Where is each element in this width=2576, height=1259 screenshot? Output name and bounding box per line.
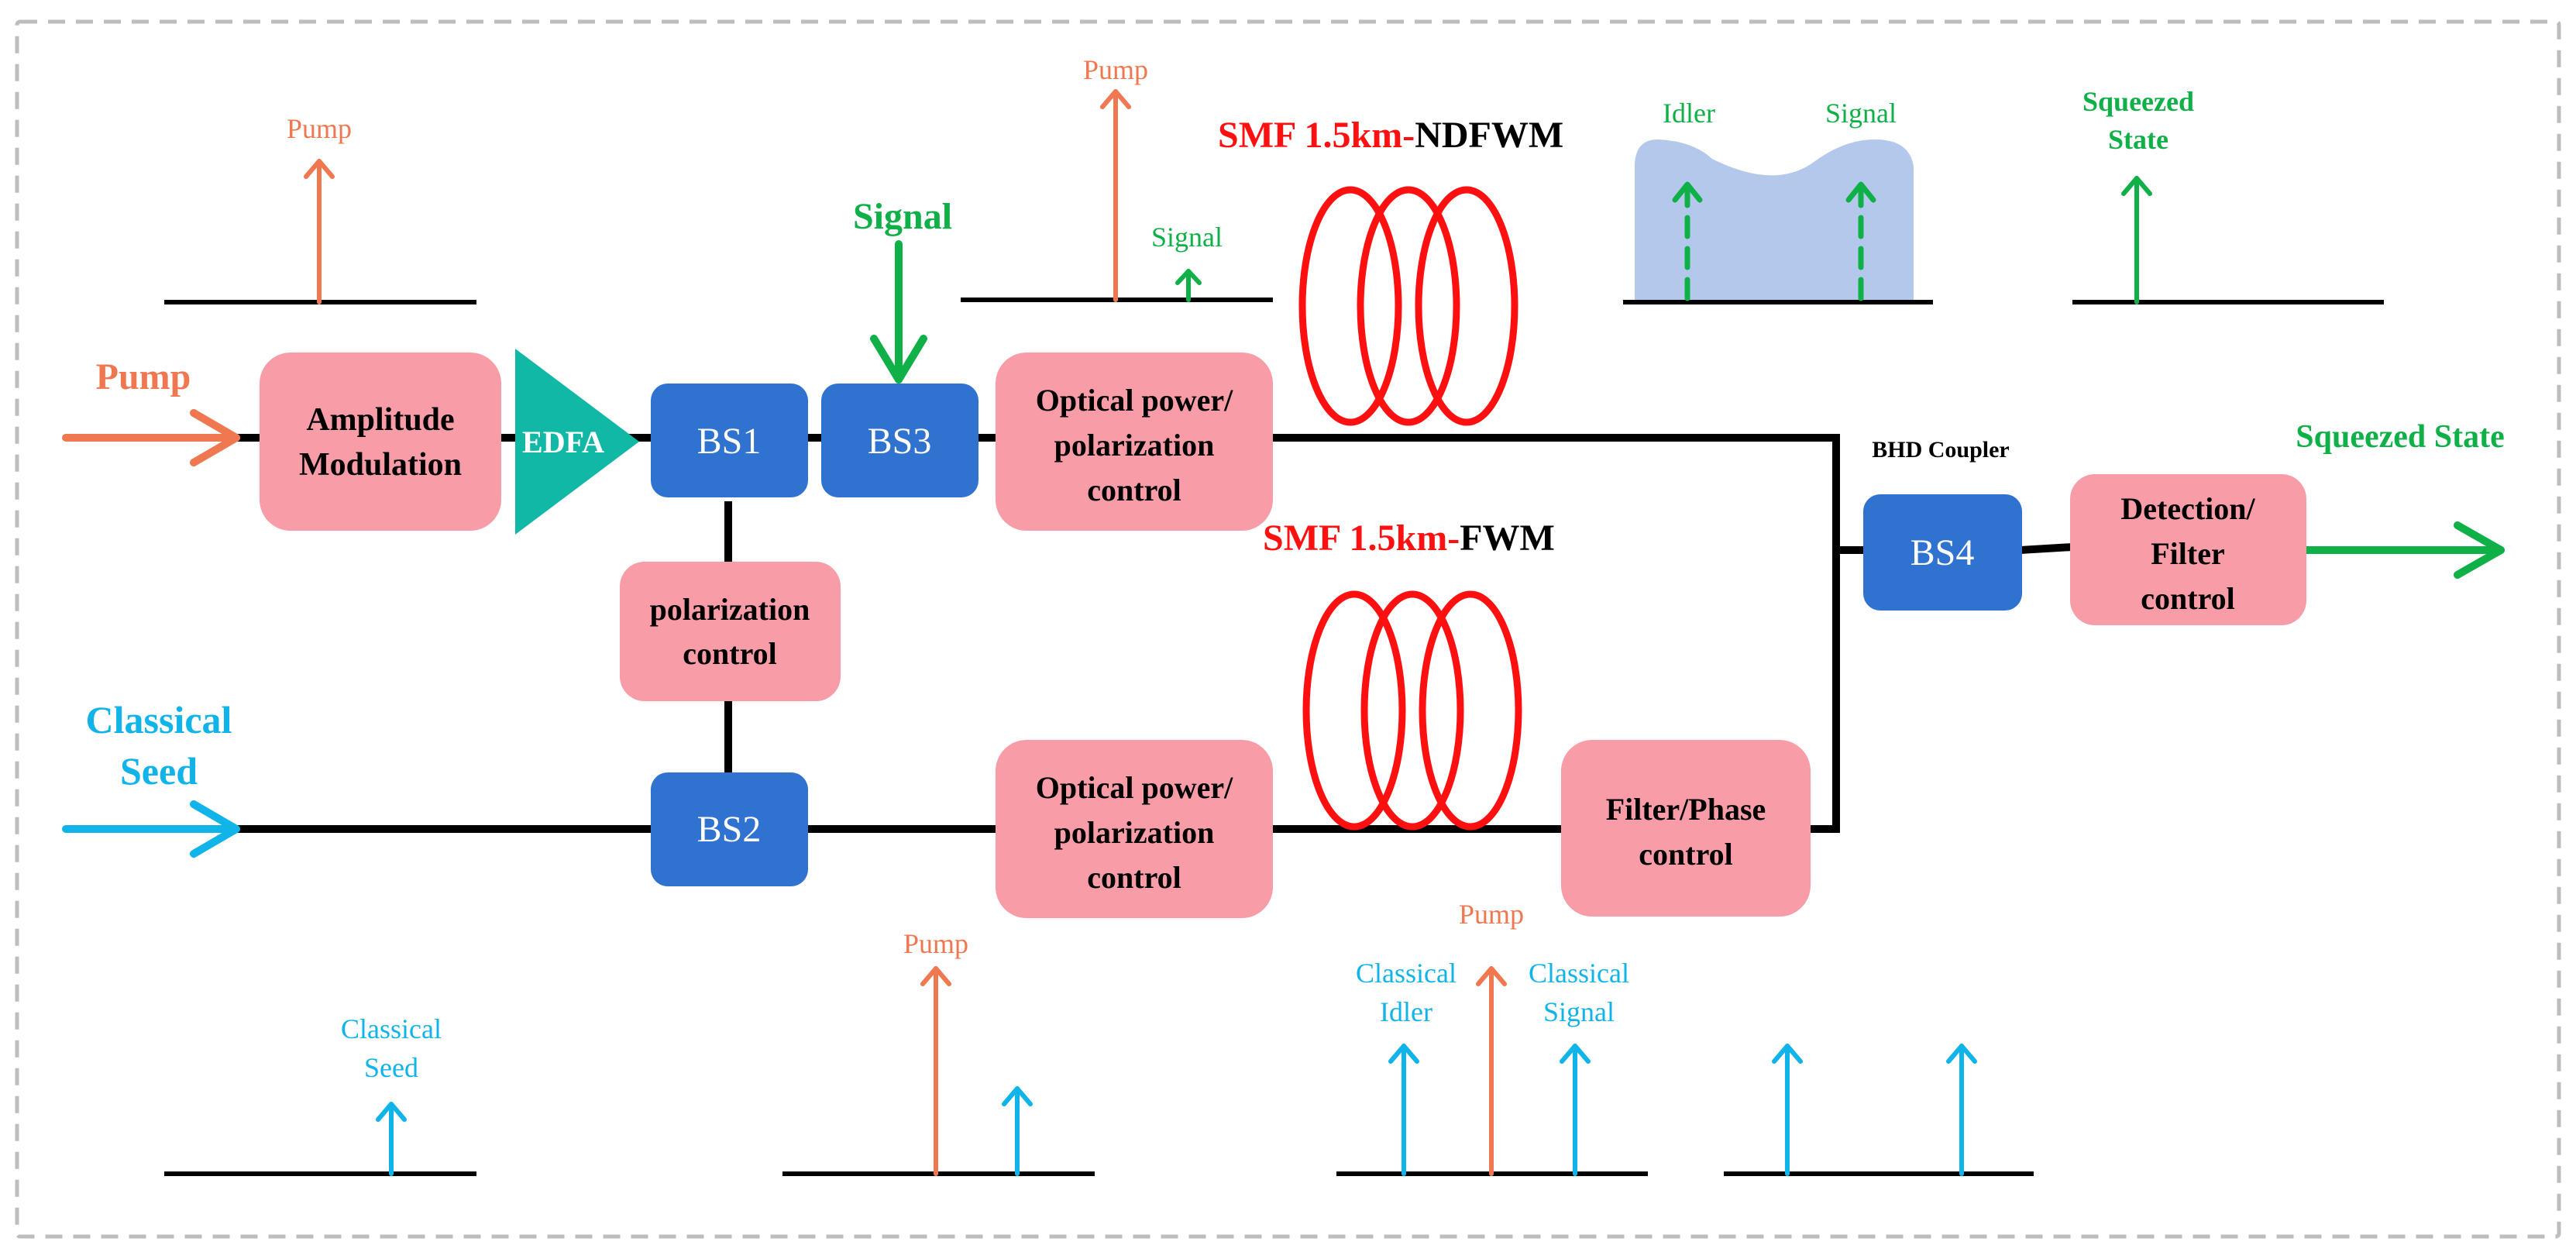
svg-text:Optical power/: Optical power/ [1036, 383, 1233, 418]
spectrum-bottom-1: Classical Seed [164, 1013, 476, 1176]
svg-text:Filter/Phase: Filter/Phase [1606, 792, 1766, 827]
fiber-spool-top [1298, 186, 1518, 426]
seed-input-label-line1: Classical [86, 698, 232, 741]
signal-input-label: Signal [853, 196, 952, 237]
svg-text:polarization: polarization [650, 592, 810, 627]
svg-text:Signal: Signal [1151, 222, 1223, 253]
amplitude-modulation-block: Amplitude Modulation [260, 353, 501, 531]
spectrum-top-2: Pump Signal [961, 54, 1273, 302]
svg-text:Optical power/: Optical power/ [1036, 770, 1233, 805]
squeezed-output-arrow [2301, 521, 2505, 579]
pump-input-label: Pump [96, 356, 191, 397]
svg-text:BS1: BS1 [697, 421, 762, 462]
svg-text:polarization: polarization [1054, 428, 1215, 463]
signal-input-arrow [870, 240, 927, 384]
seed-input-label-line2: Seed [120, 749, 198, 793]
detection-filter-control-block: Detection/ Filter control [2070, 474, 2306, 625]
optical-power-control-bottom-block: Optical power/ polarization control [996, 740, 1273, 918]
svg-text:control: control [1639, 837, 1732, 872]
svg-text:Squeezed: Squeezed [2082, 86, 2194, 117]
svg-text:Signal: Signal [1543, 996, 1615, 1027]
svg-text:control: control [1087, 473, 1181, 507]
spectrum-top-4: Squeezed State [2072, 86, 2384, 304]
spectrum-top-3: Idler Signal [1623, 98, 1933, 304]
spectrum-top-1: Pump [164, 113, 476, 304]
svg-text:Pump: Pump [287, 113, 352, 144]
seed-input-arrow [62, 800, 240, 858]
edfa-amplifier: EDFA [515, 349, 639, 535]
bs3-block: BS3 [821, 384, 978, 497]
svg-text:Pump: Pump [1083, 54, 1148, 85]
svg-text:control: control [1087, 860, 1181, 895]
svg-text:Idler: Idler [1380, 996, 1432, 1027]
bhd-coupler-label: BHD Coupler [1872, 437, 2010, 463]
optical-power-control-top-block: Optical power/ polarization control [996, 353, 1273, 531]
bs4-block: BS4 [1863, 494, 2022, 611]
svg-text:Classical: Classical [1356, 958, 1457, 989]
fiber-label-bottom: SMF 1.5km-FWM [1263, 518, 1555, 559]
svg-text:Seed: Seed [364, 1052, 418, 1083]
spectrum-bottom-3: Pump Classical Idler Classical Signal [1336, 899, 1648, 1176]
spectrum-bottom-4 [1724, 1044, 2034, 1176]
svg-text:BS4: BS4 [1911, 532, 1975, 573]
svg-text:Modulation: Modulation [299, 447, 462, 483]
svg-text:BS2: BS2 [697, 809, 762, 850]
svg-text:State: State [2108, 124, 2168, 155]
svg-text:Idler: Idler [1663, 98, 1715, 129]
fiber-spool-bottom [1302, 590, 1522, 831]
svg-text:Detection/: Detection/ [2120, 491, 2255, 526]
svg-text:BS3: BS3 [868, 421, 932, 462]
svg-text:Amplitude: Amplitude [306, 402, 454, 438]
diagram-frame [15, 19, 2561, 1239]
pump-input-arrow [62, 409, 240, 466]
filter-phase-control-block: Filter/Phase control [1561, 740, 1811, 917]
svg-text:polarization: polarization [1054, 815, 1215, 850]
optical-paths [229, 434, 2077, 833]
polarization-control-block: polarization control [620, 562, 841, 701]
svg-text:Filter: Filter [2151, 536, 2225, 571]
svg-text:control: control [2141, 581, 2234, 616]
svg-text:Classical: Classical [341, 1013, 442, 1044]
fiber-label-top: SMF 1.5km-NDFWM [1218, 115, 1563, 156]
svg-text:Pump: Pump [1459, 899, 1524, 930]
svg-text:Signal: Signal [1825, 98, 1897, 129]
svg-text:EDFA: EDFA [522, 425, 604, 459]
squeezed-output-label: Squeezed State [2296, 419, 2504, 455]
svg-text:control: control [683, 636, 776, 671]
spectrum-bottom-2: Pump [782, 928, 1095, 1176]
svg-text:Pump: Pump [903, 928, 968, 959]
bs1-block: BS1 [651, 384, 808, 497]
bs2-block: BS2 [651, 772, 808, 886]
svg-text:Classical: Classical [1529, 958, 1629, 989]
